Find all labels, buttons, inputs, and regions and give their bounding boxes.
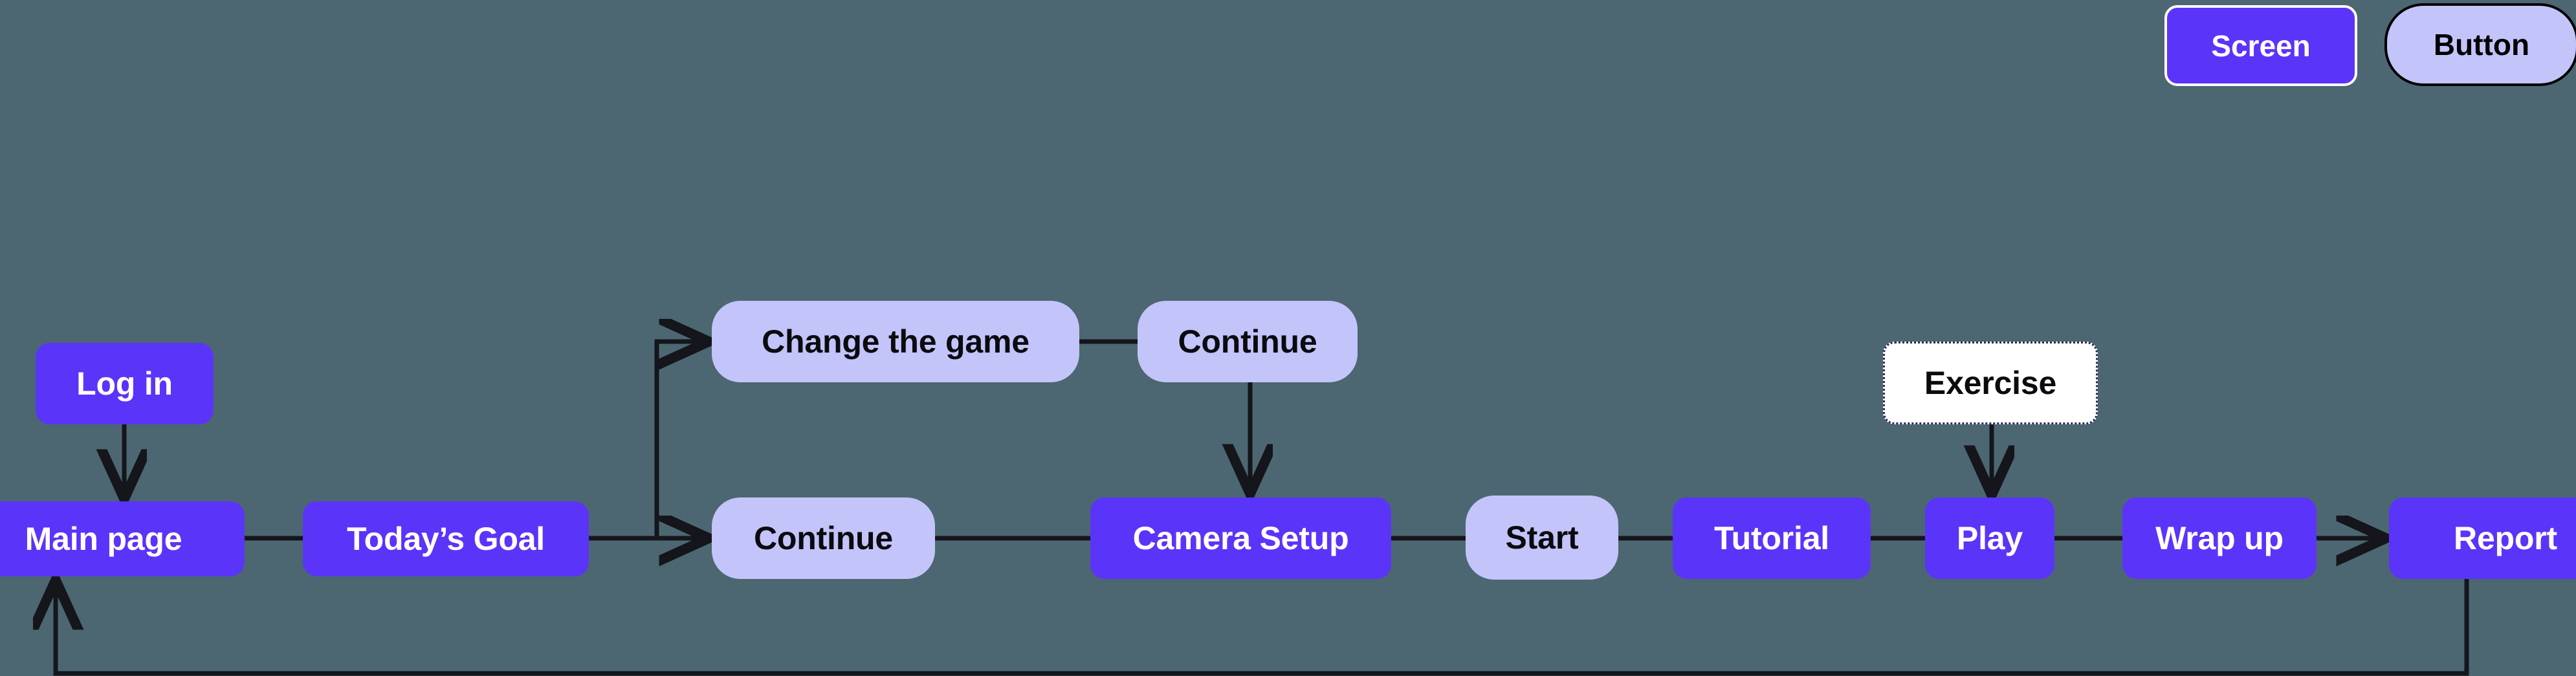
legend-screen-swatch: Screen xyxy=(2164,5,2357,86)
legend-button-swatch: Button xyxy=(2384,3,2576,86)
node-exercise[interactable]: Exercise xyxy=(1883,342,2098,424)
node-report[interactable]: Report xyxy=(2389,497,2576,579)
node-todays-goal[interactable]: Today’s Goal xyxy=(303,501,589,576)
node-main-page[interactable]: Main page xyxy=(0,501,245,576)
node-camera-setup[interactable]: Camera Setup xyxy=(1090,497,1391,579)
node-play[interactable]: Play xyxy=(1925,497,2054,579)
edge-report-to-main-page-loop xyxy=(56,578,2469,676)
node-login[interactable]: Log in xyxy=(36,343,214,424)
edge-todays-goal-to-change-game xyxy=(654,342,707,538)
node-start[interactable]: Start xyxy=(1466,496,1618,580)
node-tutorial[interactable]: Tutorial xyxy=(1673,497,1871,579)
node-continue-bottom[interactable]: Continue xyxy=(712,497,935,579)
node-change-the-game[interactable]: Change the game xyxy=(712,301,1079,382)
node-continue-top[interactable]: Continue xyxy=(1138,301,1358,382)
node-wrap-up[interactable]: Wrap up xyxy=(2122,497,2317,579)
